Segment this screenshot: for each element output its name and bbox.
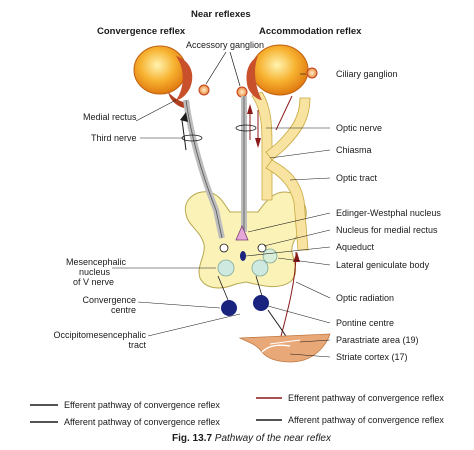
legend-item-3: Efferent pathway of convergence reflex [288, 393, 444, 403]
convergence-centre-label-1: Convergence [82, 295, 136, 305]
accommodation-reflex-title: Accommodation reflex [259, 26, 362, 37]
pontine-centre-label: Pontine centre [336, 318, 395, 328]
parastriate-label: Parastriate area (19) [336, 335, 419, 345]
legend-item-4: Afferent pathway of convergence reflex [288, 415, 444, 425]
figure-number: Fig. 13.7 [172, 433, 213, 444]
lateral-geniculate-label: Lateral geniculate body [336, 260, 430, 270]
optic-tract-label: Optic tract [336, 173, 378, 183]
legend-item-2: Afferent pathway of convergence reflex [64, 417, 220, 427]
mesencephalic-label-3: of V nerve [72, 277, 114, 287]
right-eye [246, 44, 309, 100]
mesencephalic-nucleus-right [251, 259, 269, 277]
edinger-westphal-label: Edinger-Westphal nucleus [336, 208, 441, 218]
aqueduct-label: Aqueduct [336, 242, 375, 252]
optic-nerve-label: Optic nerve [336, 123, 383, 133]
occipital-cortex [238, 333, 331, 363]
optic-nerve-right [265, 97, 311, 161]
pontine-centre [253, 295, 269, 311]
aqueduct [240, 251, 246, 261]
ciliary-ganglion-label: Ciliary ganglion [336, 69, 398, 79]
optic-radiation-label: Optic radiation [336, 293, 395, 303]
accessory-ganglion-label: Accessory ganglion [186, 40, 265, 50]
convergence-centre [221, 300, 237, 316]
convergence-centre-label-2: centre [110, 305, 136, 315]
ciliary-ganglion [306, 67, 318, 79]
convergence-reflex-title: Convergence reflex [97, 26, 186, 37]
near-reflexes-title: Near reflexes [191, 9, 251, 20]
mesencephalic-nucleus-left [217, 259, 235, 277]
mesencephalic-label-2: nucleus [78, 267, 110, 277]
lateral-geniculate [262, 248, 278, 264]
mesencephalic-label-1: Mesencephalic [65, 257, 126, 267]
figure-title: Pathway of the near reflex [214, 433, 331, 444]
occipito-label-2: tract [128, 340, 146, 350]
occipito-label-1: Occipitomesencephalic [53, 330, 146, 340]
left-eye [133, 45, 193, 108]
accessory-ganglion-right [236, 86, 248, 98]
medial-rectus-label: Medial rectus [83, 112, 137, 122]
striate-label: Striate cortex (17) [336, 352, 408, 362]
figure-caption: Fig. 13.7 Pathway of the near reflex [172, 434, 331, 444]
accessory-ganglion-left [198, 84, 210, 96]
nucleus-medial-rectus-label: Nucleus for medial rectus [336, 225, 438, 235]
third-nerve-label: Third nerve [91, 133, 137, 143]
legend-item-1: Efferent pathway of convergence reflex [64, 400, 220, 410]
optic-pathway [251, 91, 273, 201]
optic-tract [265, 159, 309, 251]
edinger-westphal-nucleus [235, 224, 249, 241]
chiasma-label: Chiasma [336, 145, 372, 155]
